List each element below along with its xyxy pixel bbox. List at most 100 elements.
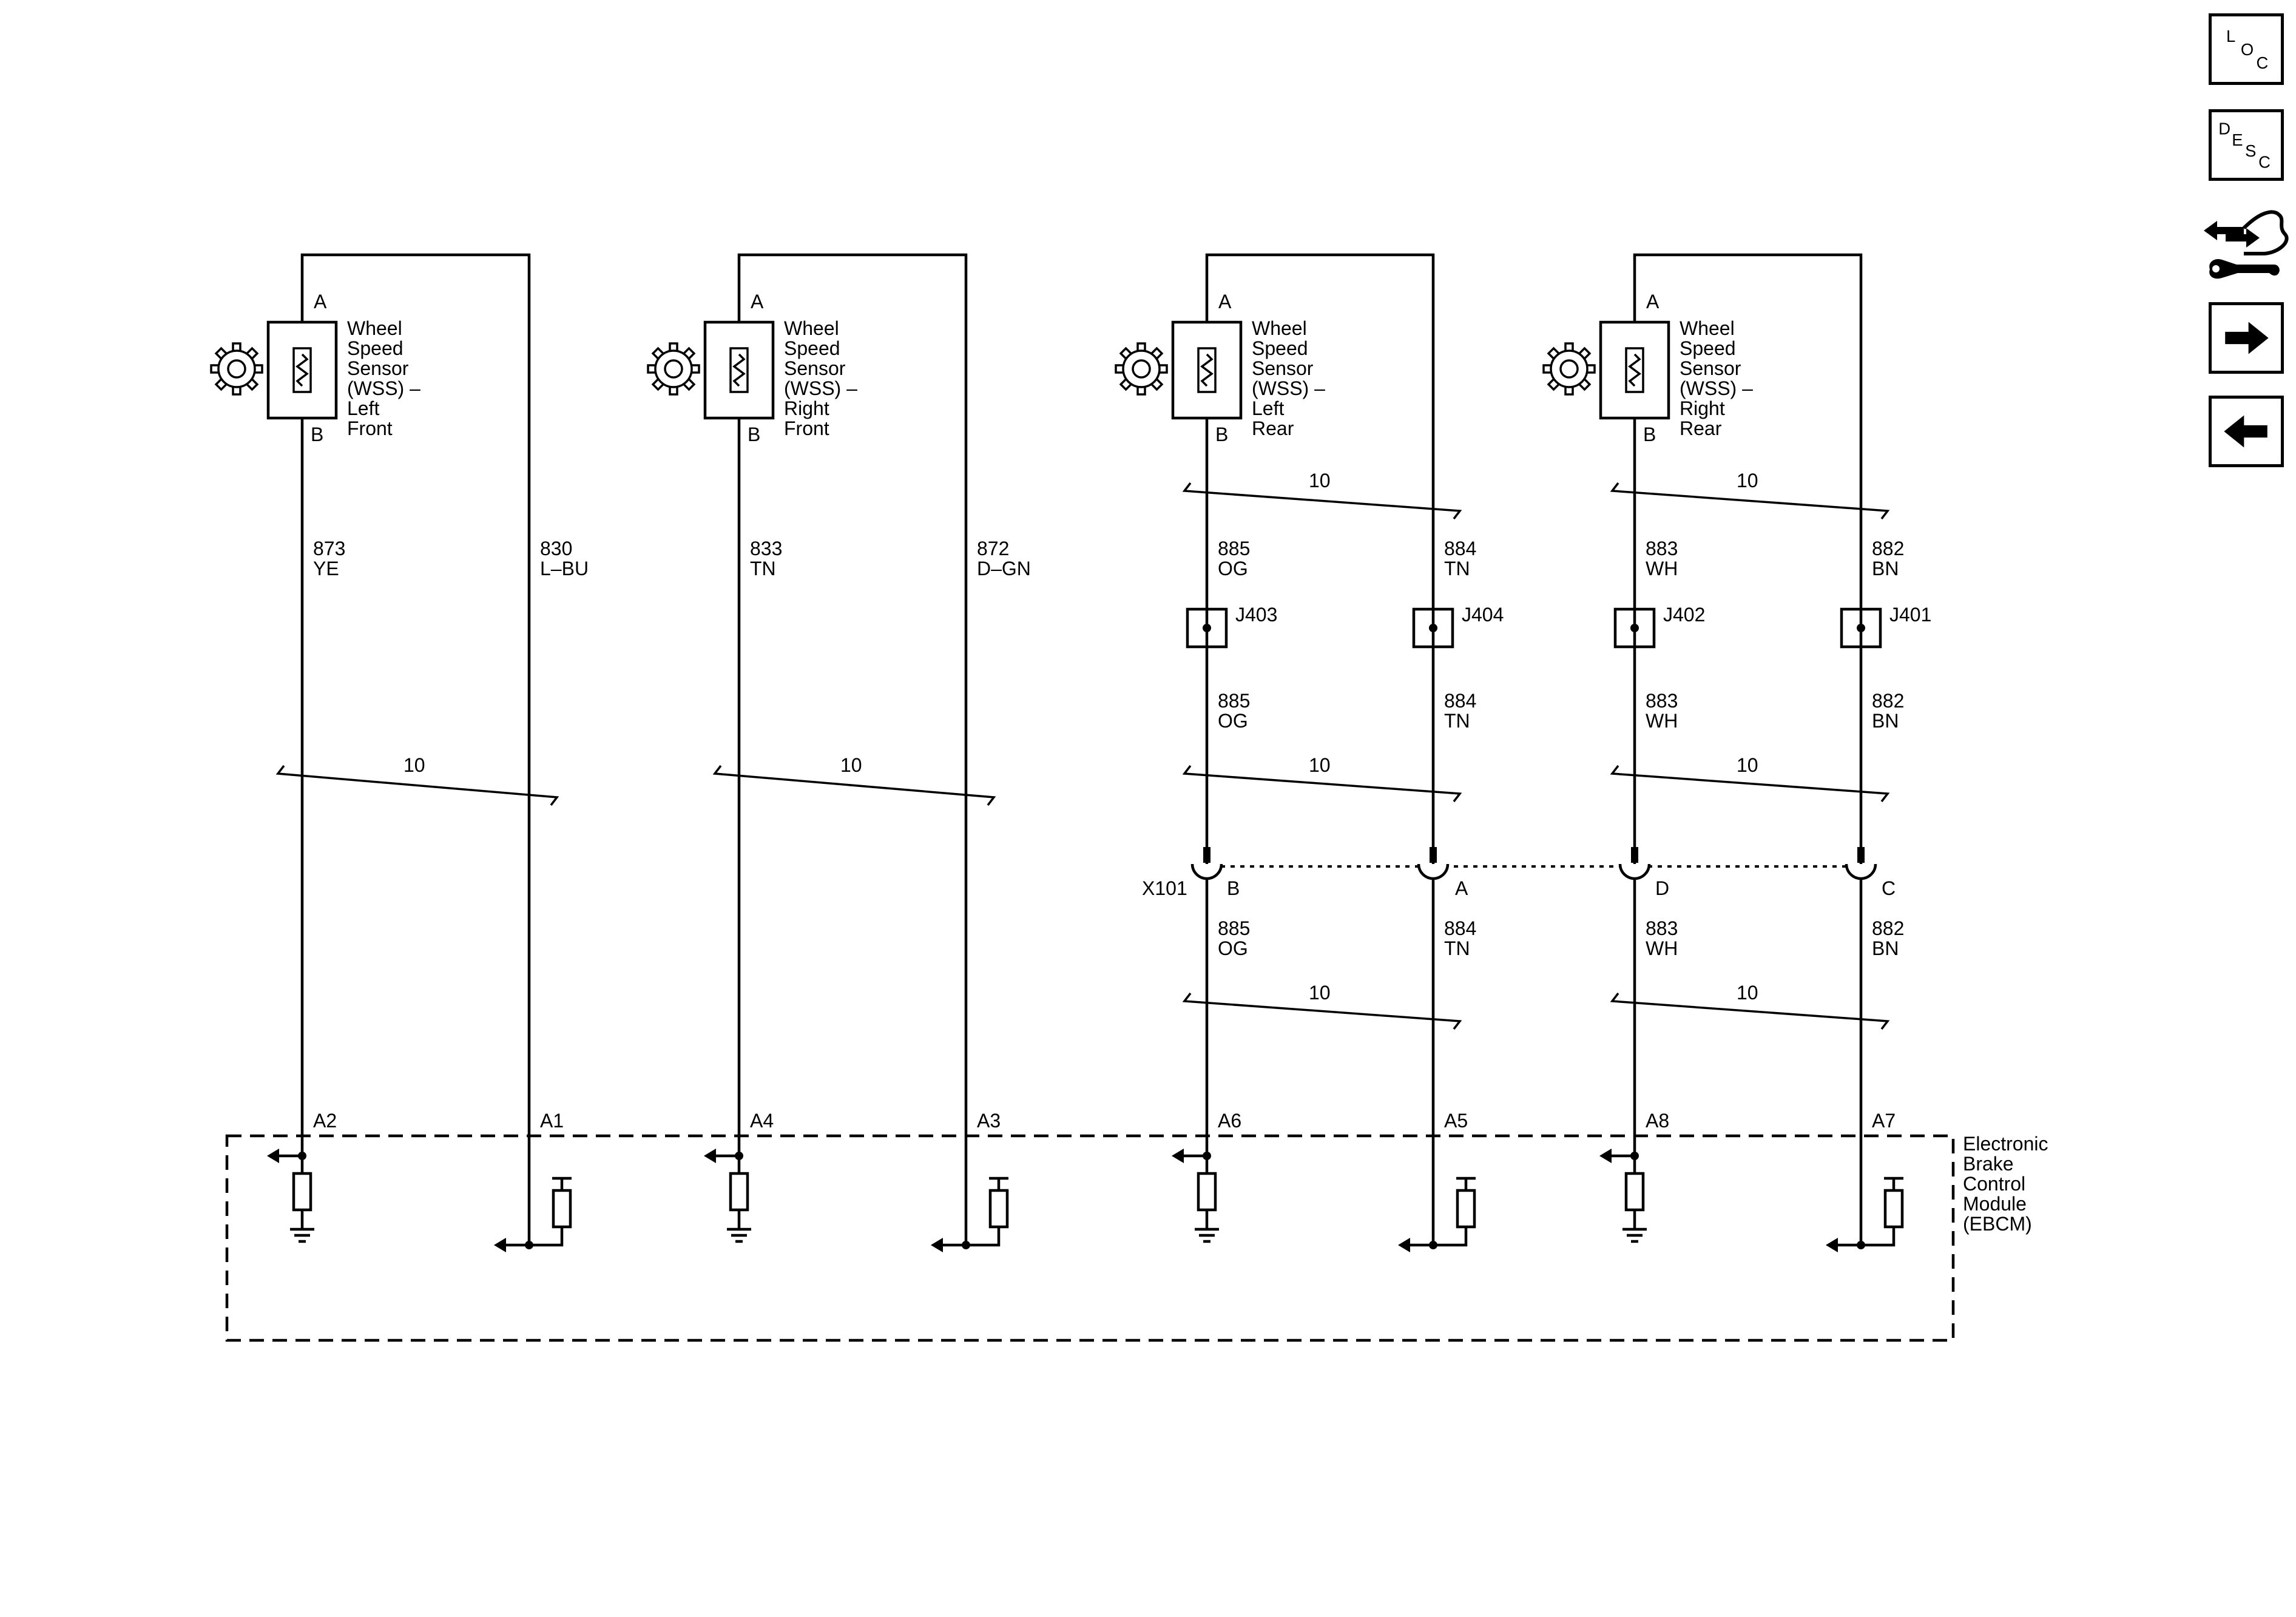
twist-labels: 10 10 10 10 10 10 10 10 [403, 470, 1758, 1004]
wire-883-wh [1633, 253, 1863, 1245]
ground-input-a6 [1172, 1149, 1219, 1243]
wire-color: BN [1872, 558, 1899, 579]
pullup-input-a3 [931, 1176, 1009, 1252]
twist-label: 10 [1309, 470, 1331, 491]
circuit-number: 883 [1646, 917, 1678, 939]
twist-mark [1610, 482, 1890, 520]
gear-icon [647, 342, 700, 396]
next-page-button[interactable] [2209, 302, 2284, 374]
twist-mark [1182, 765, 1462, 803]
circuit-number: 873 [313, 538, 345, 559]
sensor-label: Wheel [784, 317, 839, 339]
connector-pin: C [1882, 877, 1896, 899]
pullup-input-a5 [1398, 1176, 1476, 1252]
sensor-pin-a: A [751, 291, 764, 312]
splice-j402: J402 [1613, 604, 1705, 649]
module-pin: A6 [1218, 1110, 1241, 1132]
module-pin: A5 [1444, 1110, 1468, 1132]
sensor-label: (WSS) – [1680, 377, 1753, 399]
rear-wire-labels: 885 OG 885 OG 885 OG 884 TN 884 TN 884 T… [1218, 538, 1904, 959]
wire-color: WH [1646, 558, 1678, 579]
module-label: Control [1963, 1173, 2025, 1195]
circuit-number: 884 [1444, 917, 1476, 939]
sensor-left-rear: A B Wheel Speed Sensor (WSS) – Left Rear [1115, 291, 1325, 445]
front-wire-labels: 873 YE 830 L–BU 833 TN 872 D–GN [313, 538, 1031, 579]
circuit-number: 883 [1646, 538, 1678, 559]
module-pin: A8 [1646, 1110, 1669, 1132]
wire-color: D–GN [977, 558, 1031, 579]
sensor-label: (WSS) – [1252, 377, 1325, 399]
splice-packs: J403 J404 J402 J401 [1186, 604, 1931, 649]
sensor-label: Left [347, 397, 379, 419]
wire-885-og [1205, 253, 1435, 1245]
sensor-label: Wheel [347, 317, 402, 339]
module-pin: A3 [977, 1110, 1001, 1132]
twist-mark [275, 765, 559, 806]
wire-color: OG [1218, 710, 1248, 732]
sensor-label: Rear [1680, 417, 1722, 439]
wire-color: WH [1646, 710, 1678, 732]
sensor-label: (WSS) – [784, 377, 857, 399]
sensor-label: Front [347, 417, 393, 439]
ground-input-a8 [1599, 1149, 1647, 1243]
sensor-label: Right [1680, 397, 1725, 419]
module-label: Brake [1963, 1153, 2014, 1175]
sensor-label: Sensor [1252, 357, 1314, 379]
sensor-right-rear: A B Wheel Speed Sensor (WSS) – Right Rea… [1542, 291, 1753, 445]
splice-j401: J401 [1840, 604, 1931, 649]
wire-color: TN [1444, 558, 1470, 579]
module-pin: A2 [313, 1110, 337, 1132]
circuit-number: 882 [1872, 538, 1904, 559]
sensor-label: Sensor [784, 357, 846, 379]
connector-label: X101 [1142, 877, 1187, 899]
splice-label: J403 [1235, 604, 1277, 626]
previous-page-button[interactable] [2209, 396, 2284, 467]
module-label: Module [1963, 1193, 2027, 1215]
connector-pin: D [1655, 877, 1669, 899]
sensor-right-front: A B Wheel Speed Sensor (WSS) – Right Fro… [647, 291, 857, 445]
twist-mark [1610, 765, 1890, 803]
twist-label: 10 [403, 754, 425, 776]
circuit-number: 884 [1444, 690, 1476, 712]
description-button[interactable]: D E S C [2209, 109, 2284, 181]
module-label: (EBCM) [1963, 1213, 2032, 1235]
sensor-pin-b: B [311, 424, 323, 445]
sensor-pin-b: B [1643, 424, 1656, 445]
connector-pin: B [1227, 877, 1240, 899]
wire-color: TN [1444, 710, 1470, 732]
sensor-label: Speed [1680, 337, 1736, 359]
splice-label: J404 [1462, 604, 1504, 626]
sensor-label: Front [784, 417, 829, 439]
loc-letter: O [2241, 40, 2254, 59]
module-boundary [225, 1134, 1955, 1342]
circuit-number: 833 [750, 538, 782, 559]
splice-j403: J403 [1186, 604, 1277, 649]
connector-x101: X101 B A D C [1142, 847, 1896, 899]
wire-color: OG [1218, 937, 1248, 959]
sensor-left-front: A B Wheel Speed Sensor (WSS) – Left Fron… [210, 291, 420, 445]
circuit-number: 884 [1444, 538, 1476, 559]
splice-j404: J404 [1412, 604, 1504, 649]
ebcm-module: Electronic Brake Control Module (EBCM) A… [225, 1110, 2048, 1342]
twist-mark [1610, 992, 1890, 1030]
location-button[interactable]: L O C [2209, 13, 2284, 85]
circuit-number: 885 [1218, 917, 1250, 939]
circuit-number: 830 [540, 538, 572, 559]
connector-wrench-icon[interactable] [2201, 206, 2292, 284]
wire-color: OG [1218, 558, 1248, 579]
desc-letter: D [2218, 120, 2230, 138]
circuit-number: 882 [1872, 917, 1904, 939]
sensor-pin-b: B [748, 424, 760, 445]
wire-color: BN [1872, 710, 1899, 732]
sensor-label: (WSS) – [347, 377, 420, 399]
desc-letter: C [2258, 153, 2271, 172]
twist-mark [1182, 482, 1462, 520]
wire-color: L–BU [540, 558, 589, 579]
wire-color: TN [750, 558, 776, 579]
sensor-pin-a: A [314, 291, 327, 312]
wire-873-ye [300, 253, 531, 1245]
twisted-pair-marks [275, 482, 1890, 1030]
loc-letter: C [2256, 53, 2268, 72]
circuit-number: 885 [1218, 538, 1250, 559]
pullup-input-a1 [494, 1176, 572, 1252]
